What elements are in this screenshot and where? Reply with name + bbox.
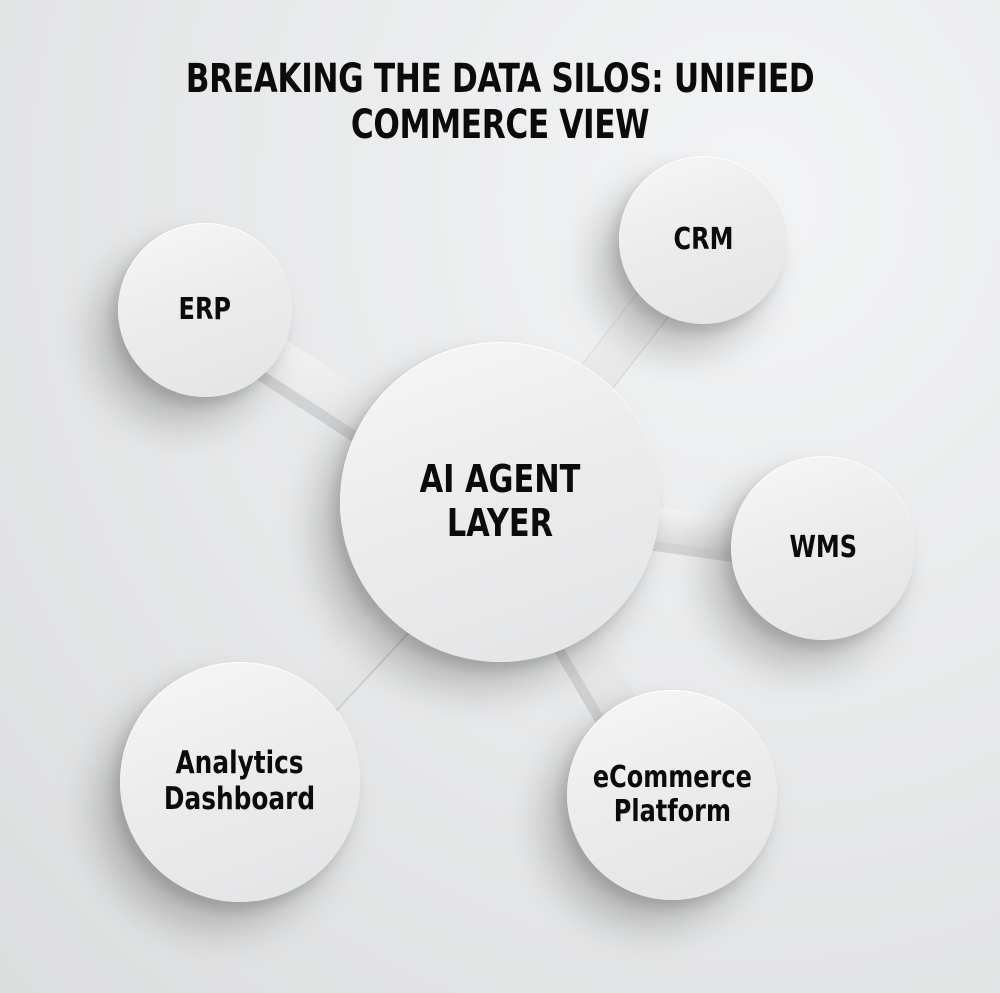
node-crm-label: CRM [672, 221, 733, 257]
node-analytics-label-line2: Dashboard [164, 781, 316, 817]
node-erp-label: ERP [178, 291, 232, 327]
node-wms: WMS [731, 456, 915, 640]
node-ecommerce-label-line1: eCommerce [592, 759, 752, 795]
node-ecommerce-label-line2: Platform [613, 794, 731, 829]
hub-ai-agent-layer: AI AGENT LAYER [340, 342, 660, 662]
node-erp: ERP [118, 223, 292, 397]
node-analytics-dashboard: Analytics Dashboard [120, 662, 360, 902]
diagram-title: BREAKING THE DATA SILOS: UNIFIED COMMERC… [185, 56, 815, 148]
node-crm: CRM [619, 156, 787, 324]
hub-label: AI AGENT LAYER [419, 457, 581, 545]
node-ecommerce-platform: eCommerce Platform [567, 690, 777, 900]
node-analytics-label-line1: Analytics [175, 745, 305, 782]
node-wms-label: WMS [789, 529, 857, 565]
